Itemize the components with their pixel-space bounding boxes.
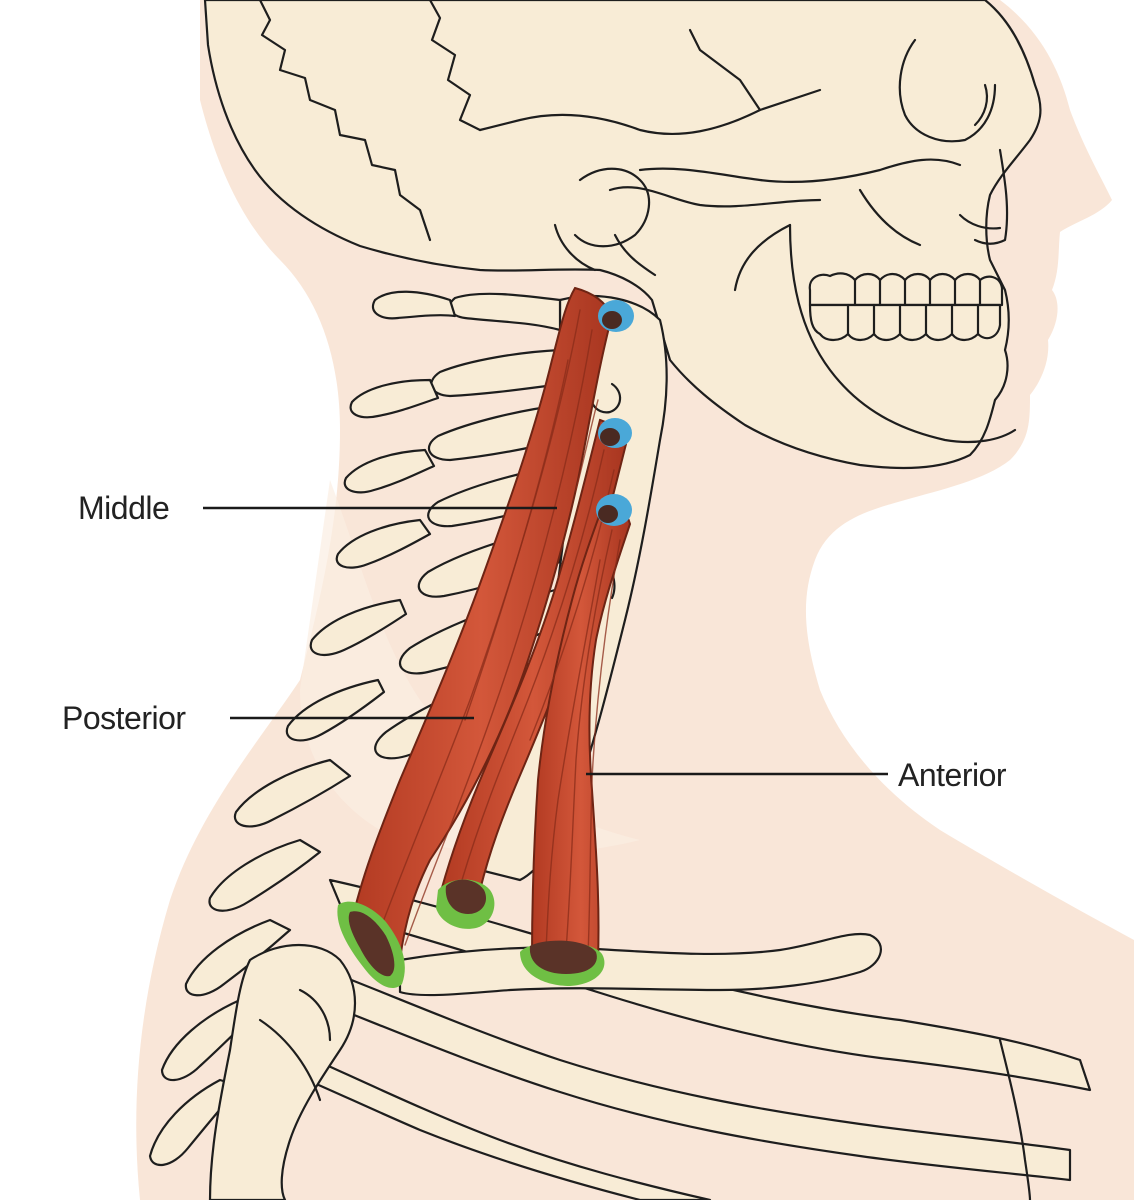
origin-markers: [596, 300, 634, 526]
skull: [203, 0, 1042, 470]
insertion-markers: [337, 879, 605, 989]
label-middle: Middle: [78, 490, 169, 526]
rib-cage: [208, 878, 1092, 1200]
label-posterior: Posterior: [62, 700, 186, 736]
teeth: [808, 272, 1004, 342]
label-anterior: Anterior: [898, 757, 1007, 793]
anterior-scalene: [530, 498, 632, 962]
leader-lines: [203, 506, 888, 776]
scalene-muscles: [348, 286, 632, 962]
